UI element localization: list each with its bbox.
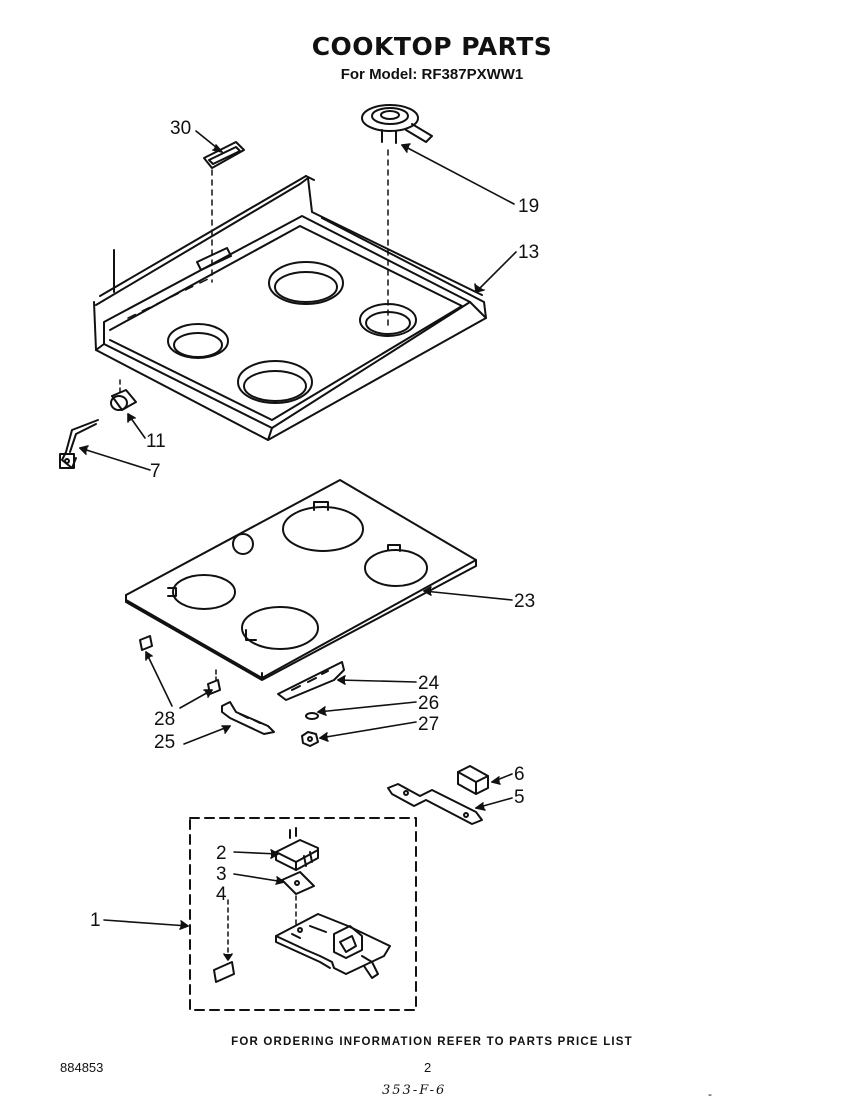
leader-lines — [79, 130, 517, 961]
switch-2-part — [275, 827, 319, 871]
callout-3: 3 — [216, 864, 227, 885]
corner-mark: - — [708, 1087, 712, 1101]
control-bracket-part — [275, 913, 391, 979]
callout-5: 5 — [514, 787, 525, 808]
surface-element-part — [361, 104, 433, 331]
callout-27: 27 — [418, 714, 439, 735]
bracket-5-part — [387, 783, 483, 825]
callout-4: 4 — [216, 884, 227, 905]
callout-13: 13 — [518, 242, 539, 263]
callout-23: 23 — [514, 591, 535, 612]
callout-26: 26 — [418, 693, 439, 714]
label-4-part — [213, 899, 235, 983]
callout-30: 30 — [170, 118, 191, 139]
model-subtitle: For Model: RF387PXWW1 — [340, 66, 524, 83]
cooktop-top-part — [93, 175, 487, 441]
callout-11: 11 — [146, 431, 166, 452]
page-number: 2 — [424, 1060, 432, 1075]
page-title: COOKTOP PARTS — [311, 32, 553, 61]
bracket-25-part — [221, 701, 275, 735]
document-code: 884853 — [60, 1060, 104, 1075]
lamp-wire-part — [59, 419, 99, 469]
callout-6: 6 — [514, 764, 525, 785]
handwritten-note: 353-F-6 — [382, 1083, 447, 1098]
ordering-info-footer: FOR ORDERING INFORMATION REFER TO PARTS … — [231, 1036, 633, 1048]
burner-box-part — [125, 479, 477, 681]
callout-7: 7 — [150, 461, 161, 482]
callout-24: 24 — [418, 673, 440, 694]
callout-19: 19 — [518, 196, 539, 217]
switch-assembly-box — [189, 817, 417, 1011]
callout-25: 25 — [154, 732, 175, 753]
callout-28: 28 — [154, 709, 175, 730]
lamp-socket-part — [110, 379, 137, 411]
callout-1: 1 — [90, 910, 101, 931]
callout-2: 2 — [216, 843, 227, 864]
washer-26-part — [305, 712, 319, 720]
callout-labels: 30 19 13 11 7 23 24 26 27 28 25 6 5 2 3 … — [90, 118, 539, 931]
block-6-part — [457, 765, 489, 795]
bracket-24-part — [277, 661, 345, 701]
nut-27-part — [301, 731, 319, 747]
plate-3-part — [281, 871, 315, 927]
